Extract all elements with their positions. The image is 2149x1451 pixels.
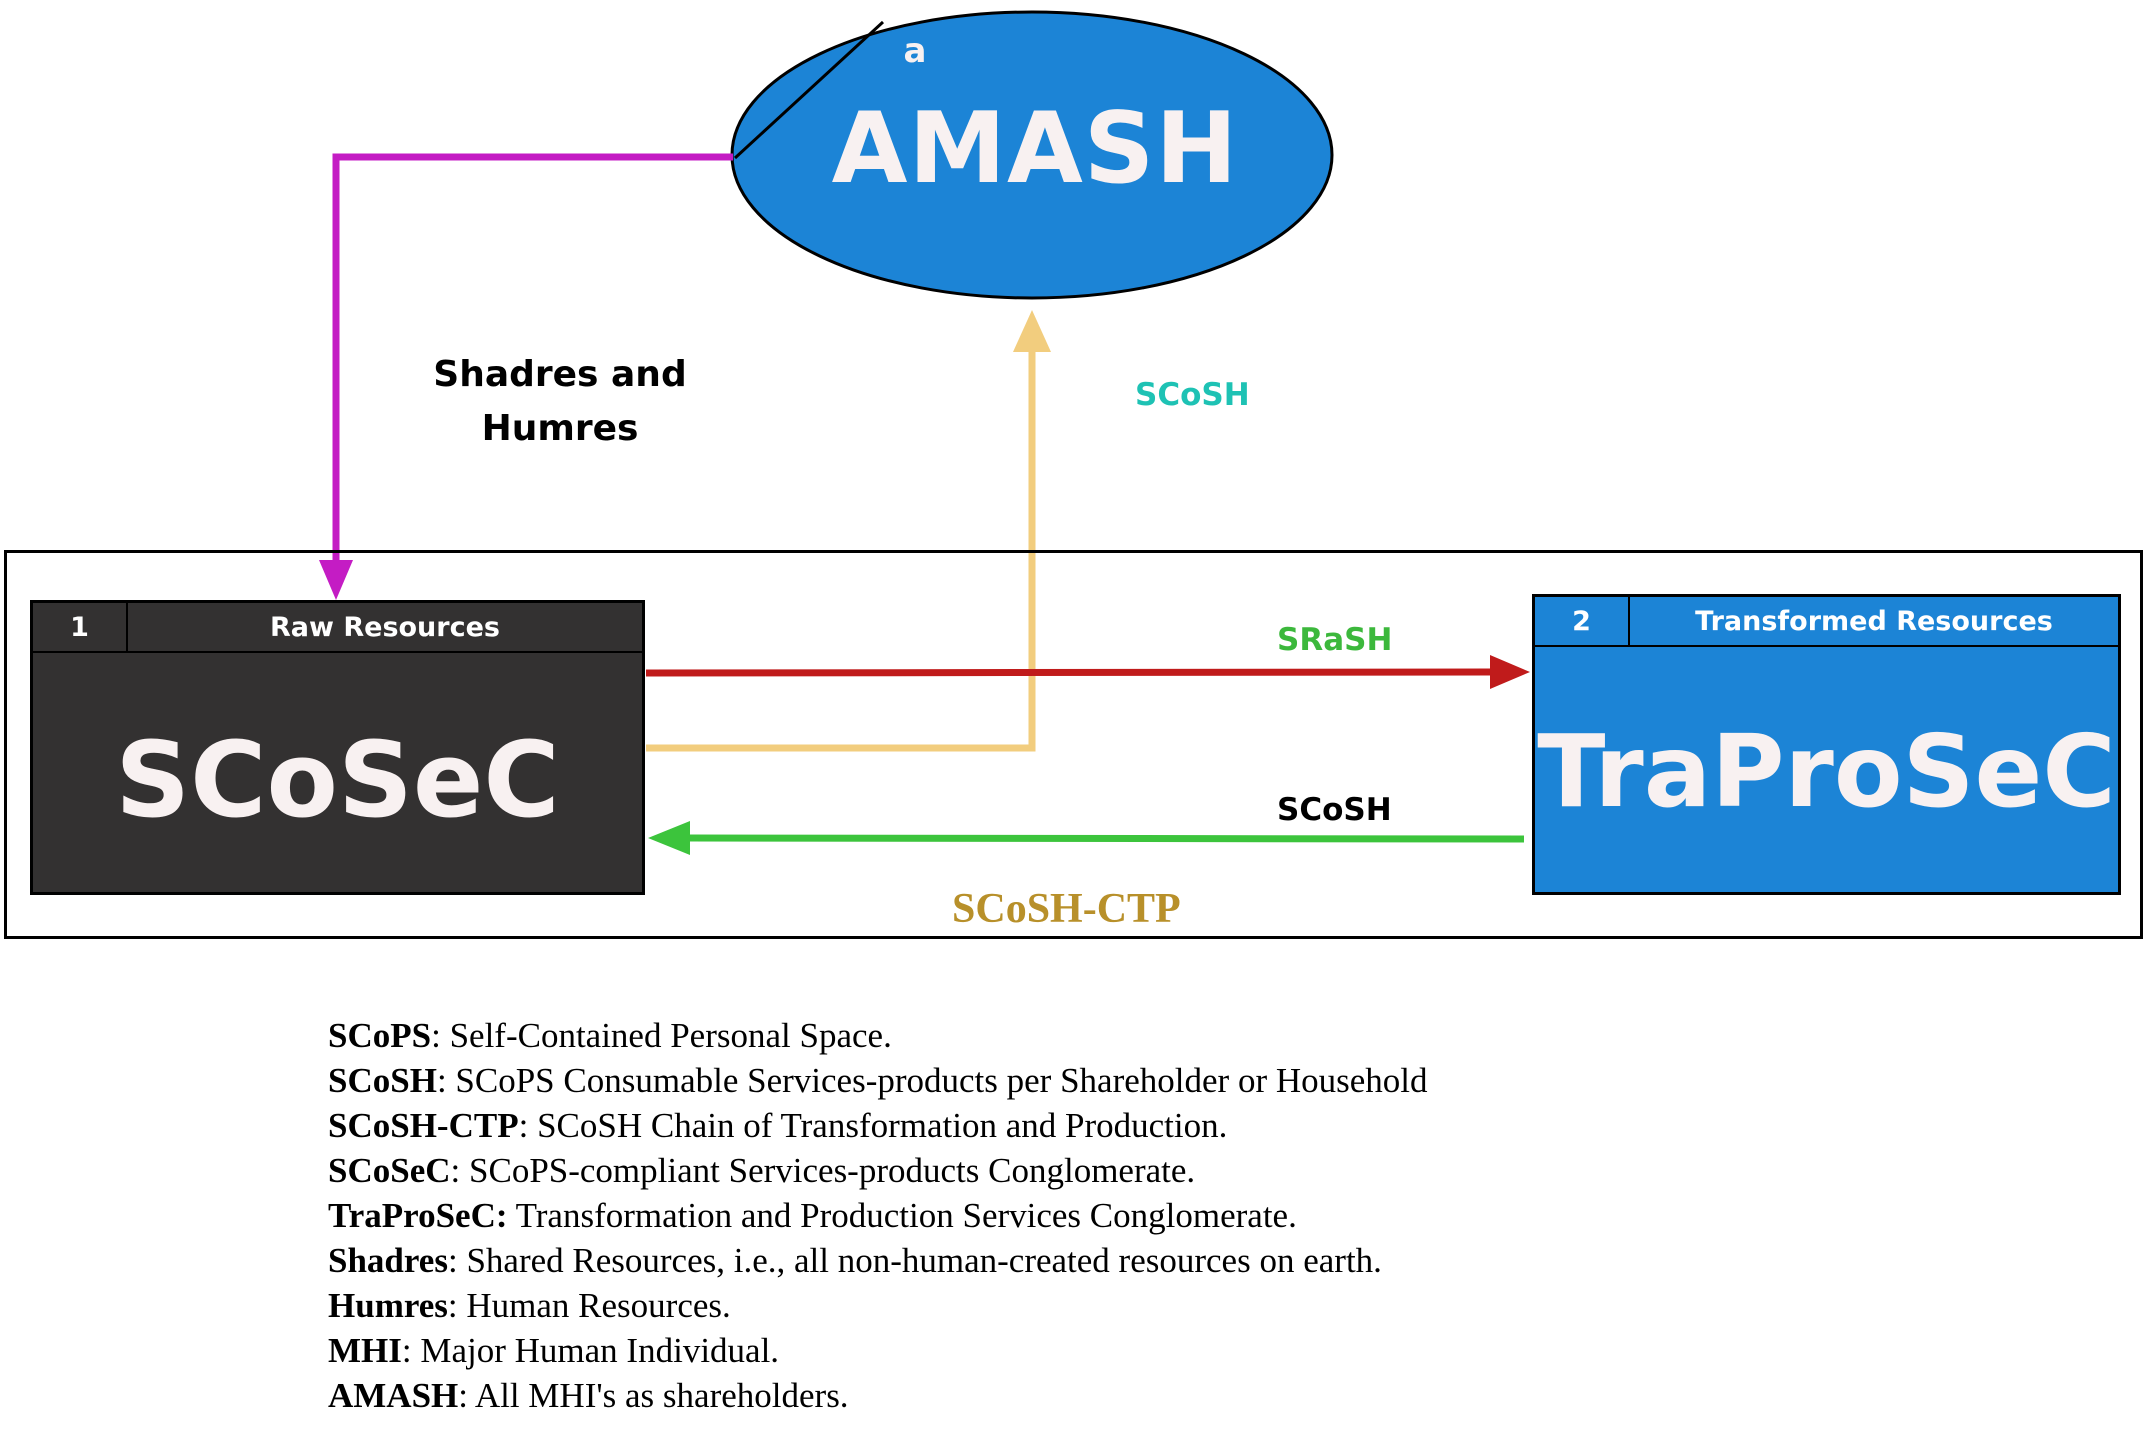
traprosec-header: 2 Transformed Resources [1535,597,2118,647]
scosec-title: SCoSeC [115,719,560,841]
scosh-ctp-label: SCoSH-CTP [952,886,1181,932]
shadres-humres-label-line2: Humres [481,408,639,449]
legend-row: SCoPS: Self-Contained Personal Space. [328,1016,892,1055]
amash-tag-label: a [903,31,927,71]
scosec-node[interactable]: 1 Raw Resources SCoSeC [30,600,645,895]
traprosec-header-label: Transformed Resources [1695,605,2053,637]
srash-connector[interactable] [645,655,1530,689]
scosh-up-connector[interactable] [646,310,1051,752]
traprosec-node[interactable]: 2 Transformed Resources TraProSeC [1532,594,2121,895]
legend-row: SCoSH-CTP: SCoSH Chain of Transformation… [328,1106,1228,1145]
scosh-up-label: SCoSH [1135,377,1250,413]
scosh-back-label: SCoSH [1277,792,1392,828]
legend-row: MHI: Major Human Individual. [328,1331,780,1370]
scosh-back-connector[interactable] [648,821,1525,855]
legend-row: Humres: Human Resources. [328,1286,731,1325]
srash-label: SRaSH [1277,622,1393,658]
shadres-humres-connector[interactable] [319,153,733,600]
sector-container [4,550,2143,939]
legend-row: SCoSeC: SCoPS-compliant Services-product… [328,1151,1196,1190]
scosec-header: 1 Raw Resources [33,603,642,653]
shadres-humres-label-line1: Shadres and [433,354,687,395]
traprosec-number: 2 [1535,597,1630,645]
legend-row: Shadres: Shared Resources, i.e., all non… [328,1241,1382,1280]
glossary-legend: SCoPS: Self-Contained Personal Space. SC… [328,1013,1428,1418]
amash-title: AMASH [831,92,1239,206]
ellipse-tag-divider [733,20,885,160]
scosec-number: 1 [33,603,128,651]
shadres-humres-label: Shadres and Humres [390,348,730,456]
legend-row: SCoSH: SCoPS Consumable Services-product… [328,1061,1428,1100]
legend-row: TraProSeC: Transformation and Production… [328,1196,1297,1235]
legend-row: AMASH: All MHI's as shareholders. [328,1376,849,1415]
scosec-header-label: Raw Resources [269,611,500,643]
traprosec-title: TraProSeC [1537,713,2116,830]
